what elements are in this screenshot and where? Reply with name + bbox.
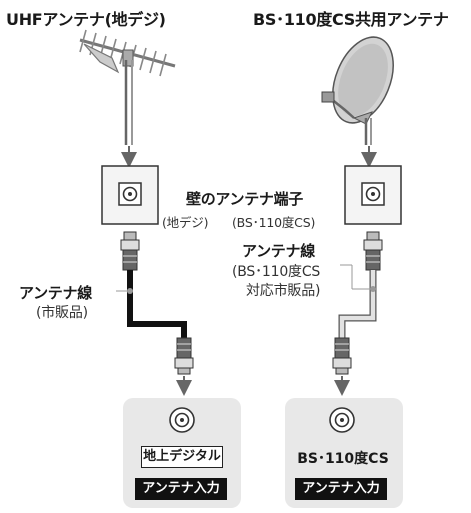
bs-cs-label: BS･110度CS [297, 451, 389, 467]
terrestrial-digital-label: 地上デジタル [141, 446, 223, 468]
left-antenna-input-label: アンテナ入力 [135, 478, 227, 500]
left-cable-connector-bottom [174, 337, 194, 375]
right-wall-terminal-icon [344, 165, 402, 225]
left-wall-note: (地デジ) [162, 215, 209, 230]
right-cable-label: アンテナ線 [242, 242, 315, 260]
right-cable-note-2: 対応市販品) [246, 283, 321, 299]
bs-cs-input-card: BS･110度CS アンテナ入力 [285, 398, 403, 508]
right-antenna-input-label: アンテナ入力 [295, 478, 387, 500]
uhf-antenna-title: UHFアンテナ(地デジ) [6, 10, 166, 29]
right-input-terminal-icon [329, 407, 355, 433]
wall-terminal-label: 壁のアンテナ端子 [186, 190, 304, 208]
left-input-terminal-icon [169, 407, 195, 433]
bs-cs-antenna-title: BS･110度CS共用アンテナ [253, 10, 449, 29]
right-cable-connector-top [363, 231, 383, 271]
bs-cs-dish-antenna-icon [321, 36, 394, 145]
left-wall-terminal-icon [101, 165, 159, 225]
uhf-antenna-icon [79, 29, 176, 145]
right-cable-note-1: (BS･110度CS [232, 264, 321, 280]
left-cable-note: (市販品) [36, 305, 88, 321]
left-cable-connector-top [120, 231, 140, 271]
terrestrial-input-card: 地上デジタル アンテナ入力 [123, 398, 241, 508]
right-wall-note: (BS･110度CS) [232, 215, 316, 230]
right-cable-connector-bottom [332, 337, 352, 375]
left-cable-label: アンテナ線 [19, 284, 92, 302]
